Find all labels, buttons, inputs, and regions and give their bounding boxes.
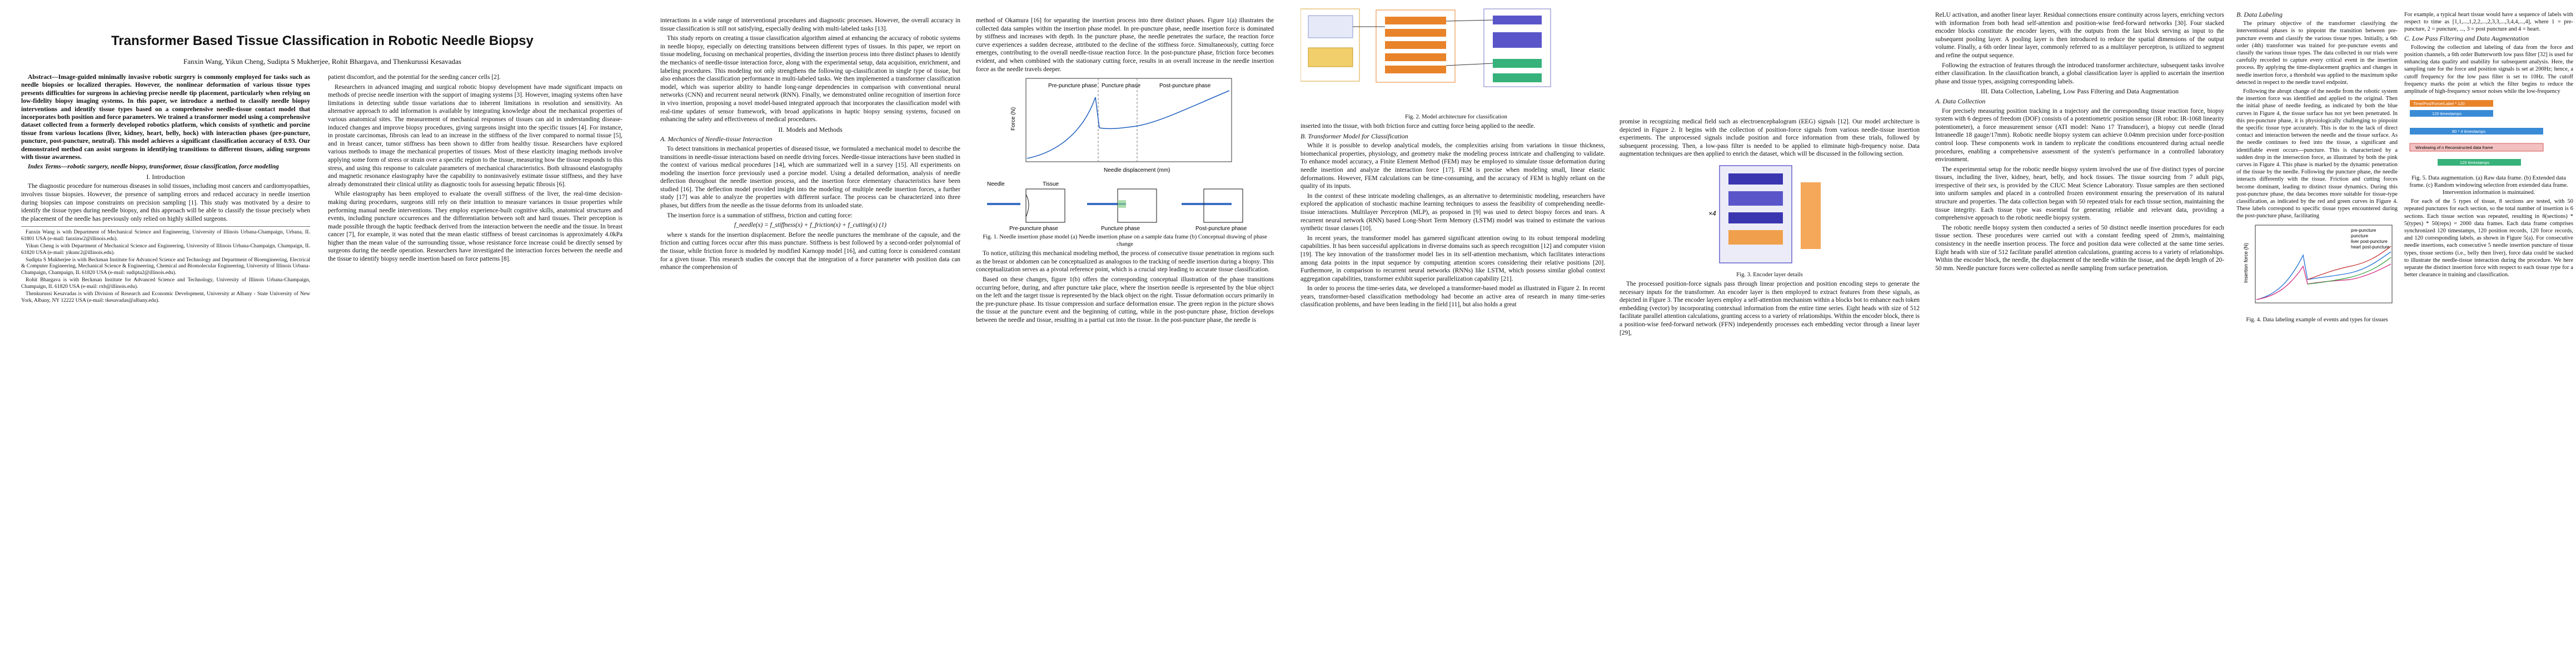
page2-col2: method of Okamura [16] for separating th… <box>976 17 1274 326</box>
fig1b-label-puncture: Puncture phase <box>1101 226 1140 232</box>
section-intro-heading: I. Introduction <box>146 172 185 181</box>
fig1b-label-tissue: Tissue <box>1043 181 1059 187</box>
fig5-bar-1: Time/Pos/Force/Label * 120 <box>2413 101 2465 106</box>
page-3: Fig. 2. Model architecture for classific… <box>1289 0 1934 667</box>
fig1b-label-post: Post-puncture phase <box>1195 226 1247 232</box>
fig5-bar-3: 80 * 4 timestamps <box>2452 129 2485 134</box>
footnote-1: Fanxin Wang is with Department of Mechan… <box>21 229 310 242</box>
page-4b: B. Data Labeling The primary objective o… <box>2234 0 2576 667</box>
fig1a-xlabel: Needle displacement (mm) <box>1104 167 1170 173</box>
fig4-legend-1: pre-puncture <box>2351 228 2376 233</box>
p4-col1-para5: The robotic needle biopsy system then co… <box>1935 224 2224 272</box>
subsection-mech-heading: A. Mechanics of Needle-tissue Interactio… <box>660 135 773 143</box>
fig5-bar-4: Windowing of n Reconstructed data frame <box>2415 145 2493 150</box>
footnote-4: Rohit Bhargava is with Beckman Institute… <box>21 277 310 290</box>
p3-col1-para4: In recent years, the transformer model h… <box>1301 235 1605 282</box>
p3-col2-para1: promise in recognizing medical field suc… <box>1620 118 1920 158</box>
p4-col2-para2: Following the abrupt change of the needl… <box>2236 88 2398 220</box>
fig4-legend-2: puncture <box>2351 233 2369 238</box>
page5-col1: For example, a typical heart tissue woul… <box>2404 11 2573 280</box>
figure-5-augmentation: Time/Pos/Force/Label * 120 120 timestamp… <box>2404 97 2573 175</box>
fig5-bar-5: 120 timestamps <box>2460 160 2489 165</box>
page-2: interactions in a wide range of interven… <box>645 0 1289 667</box>
page2-col1: interactions in a wide range of interven… <box>660 17 960 273</box>
figure-1a-force-plot: Pre-puncture phase Puncture phase Post-p… <box>976 75 1274 178</box>
p5-col1-para3: For each of the 5 types of tissue, 8 sec… <box>2404 198 2573 278</box>
fig1a-label-puncture: Puncture phase <box>1102 83 1140 89</box>
section-data-heading: III. Data Collection, Labeling, Low Pass… <box>1981 87 2179 96</box>
figure-2-caption: Fig. 2. Model architecture for classific… <box>1405 114 1507 120</box>
paper-title: Transformer Based Tissue Classification … <box>111 33 534 48</box>
p1-col2-para3: While elastography has been employed to … <box>328 191 622 263</box>
footnotes: Fanxin Wang is with Department of Mechan… <box>21 226 310 303</box>
fig4-legend-3: liver post-puncture <box>2351 239 2388 244</box>
fig1b-label-pre: Pre-puncture phase <box>1009 226 1058 232</box>
p2-col1-para4: The insertion force is a summation of st… <box>667 212 853 219</box>
fig1b-label-needle: Needle <box>987 181 1005 187</box>
subsection-collection-heading: A. Data Collection <box>1935 97 1986 105</box>
section-methods-heading: II. Models and Methods <box>778 125 843 133</box>
figure-3-caption: Fig. 3. Encoder layer details <box>1736 271 1803 278</box>
page4-col1: ReLU activation, and another linear laye… <box>1935 11 2224 274</box>
p4-col1-para4: The experimental setup for the robotic n… <box>1935 166 2224 222</box>
page3-col2: promise in recognizing medical field suc… <box>1620 118 1920 339</box>
p2-col1-para2: This study reports on creating a tissue … <box>660 35 960 123</box>
p4-col1-para3: For precisely measuring position trackin… <box>1935 107 2224 163</box>
figure-1-caption: Fig. 1. Needle insertion phase model (a)… <box>983 234 1267 248</box>
index-terms: Index Terms—robotic surgery, needle biop… <box>28 163 279 171</box>
fig1a-label-pre: Pre-puncture phase <box>1048 83 1097 89</box>
fig1a-label-post: Post-puncture phase <box>1159 83 1211 89</box>
p4-col2-para1: The primary objective of the transformer… <box>2236 21 2398 86</box>
figure-5-caption: Fig. 5. Data augmentation. (a) Raw data … <box>2409 175 2568 196</box>
p4-col1-para1: ReLU activation, and another linear laye… <box>1935 12 2224 59</box>
p2-col2-para3: Based on these changes, figure 1(b) offe… <box>976 276 1274 323</box>
page4-col2: B. Data Labeling The primary objective o… <box>2236 11 2398 325</box>
subsection-model-heading: B. Transformer Model for Classification <box>1301 132 1408 140</box>
footnote-3: Sudipta S Mukherjee is with Beckman Inst… <box>21 257 310 276</box>
p3-col1-para5: In order to process the time-series data… <box>1301 285 1605 308</box>
footnote-2: Yikun Cheng is with Department of Mechan… <box>21 243 310 256</box>
intro-paragraph-1: The diagnostic procedure for numerous di… <box>21 183 310 222</box>
p1-col2-para1: patient discomfort, and the potential fo… <box>328 74 501 81</box>
figure-1b-phase-drawing: Needle Tissue Pre-puncture phase Punctur… <box>976 178 1274 234</box>
page-4: ReLU activation, and another linear laye… <box>1934 0 2268 667</box>
p2-col1-para3: To detect transitions in mechanical prop… <box>660 145 960 210</box>
p1-col2-para2: Researchers in advanced imaging and surg… <box>328 83 622 188</box>
p4-col1-para2: Following the extraction of features thr… <box>1935 62 2224 85</box>
p2-col2-para2: To notice, utilizing this mechanical mod… <box>976 250 1274 273</box>
fig4-legend-4: heart post-puncture <box>2351 245 2390 250</box>
fig4-ylabel: Insertion force (N) <box>2243 243 2249 283</box>
subsection-labeling-heading: B. Data Labeling <box>2236 11 2283 18</box>
footnote-5: Thenkurussi Kesavadas is with Division o… <box>21 291 310 303</box>
p5-col1-para1: For example, a typical heart tissue woul… <box>2404 12 2573 33</box>
page1-col1: Abstract—Image-guided minimally invasive… <box>21 73 310 305</box>
figure-4-caption: Fig. 4. Data labeling example of events … <box>2246 316 2388 323</box>
fig5-bar-2: 120 timestamps <box>2432 111 2462 116</box>
figure-2-model-architecture <box>1300 4 1612 110</box>
equation-1: f_needle(x) = f_stiffness(x) + f_frictio… <box>734 222 886 229</box>
figure-4-data-labeling: Insertion force (N) pre-puncture punctur… <box>2236 221 2398 316</box>
svg-text:×4: ×4 <box>1708 210 1716 217</box>
paper-authors: Fanxin Wang, Yikun Cheng, Sudipta S Mukh… <box>183 57 461 66</box>
p2-col1-para1: interactions in a wide range of interven… <box>660 17 960 32</box>
p5-col1-para2: Following the collection and labeling of… <box>2404 44 2573 95</box>
p2-col2-para1: method of Okamura [16] for separating th… <box>976 17 1274 73</box>
page-1: Transformer Based Tissue Classification … <box>0 0 645 667</box>
subsection-lowpass-heading: C. Low Pass Filtering and Data Augmentat… <box>2404 34 2529 42</box>
p3-col1-para1: inserted into the tissue, with both fric… <box>1301 123 1536 130</box>
p3-col1-para3: In the context of these intricate modeli… <box>1301 192 1605 232</box>
fig1a-ylabel: Force (N) <box>1010 107 1017 131</box>
figure-3-encoder-layer: ×4 <box>1620 160 1920 271</box>
p3-col1-para2: While it is possible to develop analytic… <box>1301 142 1605 190</box>
p2-col1-para5: where x stands for the insertion displac… <box>660 231 960 271</box>
abstract: Abstract—Image-guided minimally invasive… <box>21 73 310 161</box>
p3-col2-para2: The processed position-force signals pas… <box>1620 280 1920 336</box>
page3-col1: inserted into the tissue, with both fric… <box>1301 122 1605 311</box>
page1-col2: patient discomfort, and the potential fo… <box>328 73 622 265</box>
